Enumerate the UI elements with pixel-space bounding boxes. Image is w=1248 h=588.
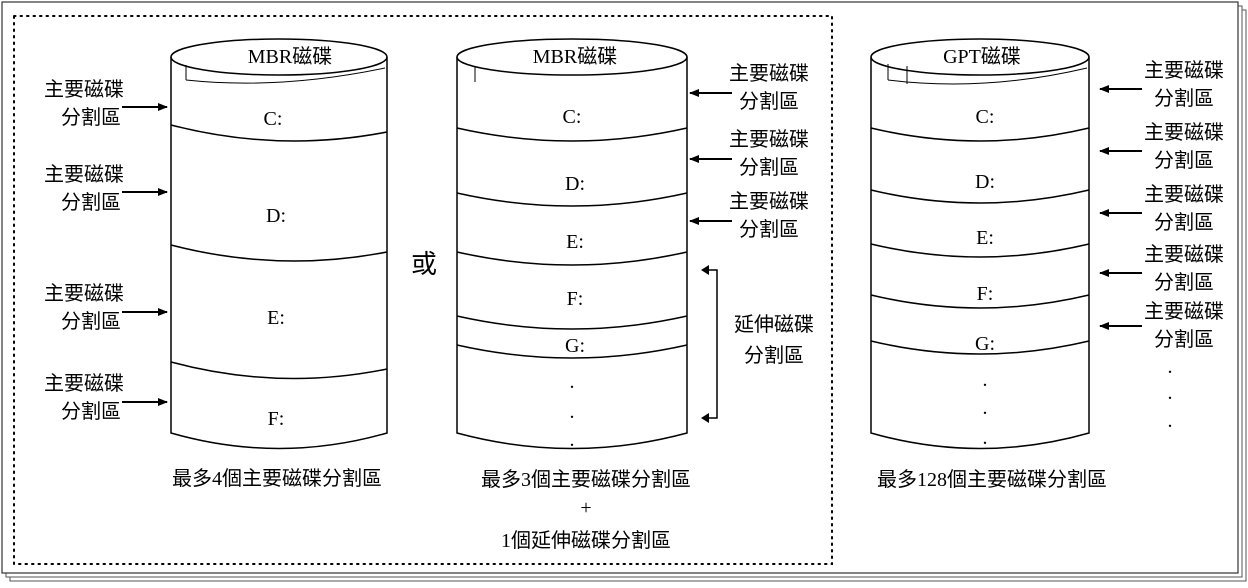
mbr-b-labels: 主要磁碟 分割區 主要磁碟 分割區 主要磁碟 分割區 延伸磁碟 分割區 [689, 62, 814, 423]
partition-divider [870, 294, 1090, 309]
drive-letter-f: F: [567, 288, 584, 310]
ellipsis-dot: . [570, 371, 575, 393]
primary-partition-label: 主要磁碟 [1144, 243, 1224, 266]
disk-title: MBR磁碟 [248, 45, 332, 68]
mbr-disk-a: MBR磁碟 C: D: E: F: [170, 38, 388, 450]
disk-title: GPT磁碟 [943, 45, 1021, 68]
mbr-b-caption-line2: 1個延伸磁碟分割區 [501, 529, 671, 552]
mbr-b-caption-line1: 最多3個主要磁碟分割區 [481, 468, 691, 491]
partition-divider [870, 243, 1090, 258]
mbr-disk-b: MBR磁碟 C: D: E: F: G: . . . [456, 38, 688, 451]
bracket-arrowhead [701, 413, 709, 423]
mbr-a-caption: 最多4個主要磁碟分割區 [172, 467, 382, 490]
ellipsis-dot: . [1168, 410, 1173, 432]
primary-partition-label: 主要磁碟 [729, 128, 809, 151]
gpt-sector-marker [887, 64, 1088, 85]
cylinder-body [170, 57, 388, 450]
primary-partition-label: 分割區 [739, 218, 799, 241]
extended-partition-bracket [703, 269, 718, 419]
drive-letter-d: D: [266, 205, 286, 227]
drive-letter-c: C: [264, 108, 283, 130]
bracket-arrowhead [701, 265, 709, 275]
ellipsis-dot: . [570, 429, 575, 451]
primary-partition-label: 分割區 [739, 156, 799, 179]
drive-letter-g: G: [975, 333, 995, 355]
partition-divider [870, 340, 1090, 355]
primary-partition-label: 分割區 [61, 400, 121, 423]
primary-partition-label: 分割區 [61, 310, 121, 333]
drive-letter-c: C: [563, 106, 582, 128]
ellipsis-dot: . [1168, 356, 1173, 378]
ellipsis-dot: . [570, 401, 575, 423]
primary-partition-label: 分割區 [1154, 271, 1214, 294]
ellipsis-dot: . [983, 397, 988, 419]
partition-divider [870, 189, 1090, 204]
primary-partition-label: 分割區 [739, 90, 799, 113]
or-text: 或 [411, 250, 437, 279]
partition-divider [170, 124, 388, 142]
partition-divider [456, 344, 688, 359]
mbr-b-caption-plus: + [580, 497, 591, 519]
primary-partition-label: 主要磁碟 [729, 62, 809, 85]
gpt-disk: GPT磁碟 C: D: E: F: G: . . . [870, 38, 1090, 450]
primary-partition-label: 主要磁碟 [729, 190, 809, 213]
gpt-caption: 最多128個主要磁碟分割區 [877, 468, 1107, 491]
extended-partition-label: 分割區 [744, 344, 804, 367]
primary-partition-label: 分割區 [1154, 149, 1214, 172]
mbr-a-labels: 主要磁碟 分割區 主要磁碟 分割區 主要磁碟 分割區 主要磁碟 分割區 [44, 78, 168, 423]
primary-partition-label: 主要磁碟 [1144, 300, 1224, 323]
partition-divider [170, 244, 388, 262]
primary-partition-label: 主要磁碟 [44, 282, 124, 305]
partition-divider [870, 127, 1090, 142]
mbr-sector-marker [185, 65, 386, 84]
disk-title: MBR磁碟 [533, 45, 617, 68]
drive-letter-f: F: [977, 283, 994, 305]
drive-letter-d: D: [565, 173, 585, 195]
partition-divider [170, 361, 388, 380]
cylinder-top [870, 38, 1090, 76]
drive-letter-e: E: [976, 227, 994, 249]
gpt-labels: 主要磁碟 分割區 主要磁碟 分割區 主要磁碟 分割區 主要磁碟 分割區 主要磁碟… [1099, 59, 1224, 432]
partition-divider [456, 315, 688, 330]
extended-partition-label: 延伸磁碟 [734, 313, 814, 336]
primary-partition-label: 分割區 [1154, 328, 1214, 351]
drive-letter-c: C: [976, 106, 995, 128]
primary-partition-label: 主要磁碟 [44, 372, 124, 395]
ellipsis-dot: . [983, 427, 988, 449]
mbr-group-box [13, 15, 833, 565]
drive-letter-e: E: [267, 307, 285, 329]
primary-partition-label: 主要磁碟 [44, 78, 124, 101]
drive-letter-f: F: [268, 408, 285, 430]
primary-partition-label: 分割區 [61, 106, 121, 129]
drive-letter-d: D: [975, 171, 995, 193]
primary-partition-label: 主要磁碟 [1144, 59, 1224, 82]
partition-divider [456, 251, 688, 266]
ellipsis-dot: . [983, 369, 988, 391]
primary-partition-label: 分割區 [1154, 87, 1214, 110]
primary-partition-label: 分割區 [1154, 211, 1214, 234]
cylinder-top [170, 38, 388, 76]
primary-partition-label: 分割區 [61, 191, 121, 214]
ellipsis-dot: . [1168, 382, 1173, 404]
primary-partition-label: 主要磁碟 [1144, 121, 1224, 144]
primary-partition-label: 主要磁碟 [44, 163, 124, 186]
cylinder-top [456, 38, 688, 76]
drive-letter-g: G: [565, 335, 585, 357]
cylinder-body [456, 57, 688, 450]
partition-divider [456, 127, 688, 142]
partition-divider [456, 192, 688, 207]
primary-partition-label: 主要磁碟 [1144, 183, 1224, 206]
drive-letter-e: E: [566, 231, 584, 253]
